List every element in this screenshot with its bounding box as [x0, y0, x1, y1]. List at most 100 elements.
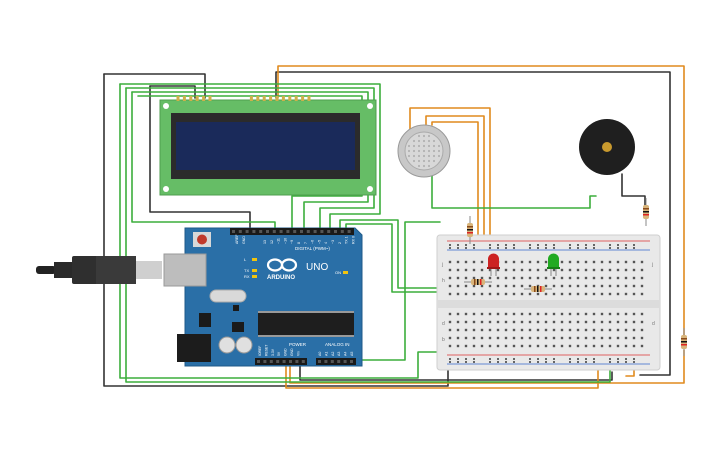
lcd-mount-hole [163, 186, 169, 192]
rail-hole [489, 358, 491, 360]
wire-black-buzzer-leg[interactable] [621, 173, 646, 206]
breadboard-hole [520, 328, 524, 332]
header-pin [232, 230, 235, 233]
arduino-uno[interactable]: ARDUINO UNO DIGITAL (PWM~) POWER ANALOG … [163, 227, 363, 367]
led-red[interactable] [487, 253, 500, 276]
breadboard-hole [552, 328, 556, 332]
voltage-regulator [199, 313, 211, 327]
rail-hole [617, 358, 619, 360]
resistor-led-red[interactable] [464, 279, 492, 285]
rail-hole [537, 244, 539, 246]
breadboard-hole [552, 336, 556, 340]
power-pin-label: GND [290, 348, 294, 356]
piezo-buzzer[interactable] [579, 119, 635, 175]
wire-orange-sensor-3[interactable] [431, 121, 479, 243]
rail-hole [529, 244, 531, 246]
lcd-16x2[interactable] [159, 96, 377, 196]
digital-pin-label: RX 0 [351, 236, 355, 244]
breadboard-hole [560, 336, 564, 340]
rail-hole [457, 358, 459, 360]
wire-green-sensor-out[interactable] [431, 174, 597, 209]
buzzer-center [602, 142, 612, 152]
breadboard-hole [496, 320, 500, 324]
wire-green-lcd-e[interactable] [125, 87, 611, 383]
breadboard-hole [480, 284, 484, 288]
resistor-sensor[interactable] [467, 216, 473, 244]
resistor-led-green[interactable] [524, 286, 552, 292]
wire-green-lcd-d[interactable] [131, 91, 276, 229]
breadboard-hole [616, 344, 620, 348]
wire-green-a0[interactable] [349, 221, 441, 361]
gas-sensor-mesh [407, 134, 441, 168]
rail-hole [505, 358, 507, 360]
breadboard-hole [584, 312, 588, 316]
wire-orange-rail-1[interactable] [285, 361, 599, 389]
breadboard-hole [608, 320, 612, 324]
rail-hole [593, 244, 595, 246]
lcd-mount-hole [163, 103, 169, 109]
mesh-dot [432, 159, 436, 163]
wire-orange-bottom[interactable] [289, 349, 685, 384]
lcd-pin [294, 96, 298, 101]
wire-green-pin-led[interactable] [339, 219, 471, 289]
wire-black-lcd-k[interactable] [149, 85, 196, 99]
brand-text: ARDUINO [267, 275, 295, 281]
breadboard-hole [624, 328, 628, 332]
breadboard-hole [552, 292, 556, 296]
breadboard-hole [576, 276, 580, 280]
breadboard-hole [488, 292, 492, 296]
breadboard-hole [536, 260, 540, 264]
breadboard-hole [504, 328, 508, 332]
rail-hole [633, 358, 635, 360]
breadboard-hole [472, 328, 476, 332]
wire-green-lcd-2[interactable] [125, 87, 375, 229]
rail-hole [497, 244, 499, 246]
breadboard-hole [504, 284, 508, 288]
mesh-dot [422, 139, 426, 143]
header-pin [257, 360, 260, 363]
mesh-dot [427, 139, 431, 143]
breadboard-hole [568, 320, 572, 324]
breadboard-hole [608, 312, 612, 316]
rail-hole [489, 247, 491, 249]
breadboard-hole [624, 344, 628, 348]
breadboard-hole [464, 320, 468, 324]
board-led [252, 275, 257, 278]
breadboard-hole [584, 268, 588, 272]
breadboard-hole [448, 336, 452, 340]
breadboard-hole [528, 328, 532, 332]
breadboard-hole [640, 292, 644, 296]
gas-sensor[interactable] [397, 124, 451, 178]
resistor-rail[interactable] [681, 328, 687, 356]
wire-orange-sensor-2[interactable] [425, 115, 485, 243]
wire-black-lcd-vss[interactable] [103, 73, 206, 99]
breadboard-hole [544, 284, 548, 288]
breadboard-hole [456, 312, 460, 316]
wire-green-lcd-1[interactable] [119, 83, 381, 229]
breadboard-hole [456, 344, 460, 348]
wire-green-lcd-4[interactable] [137, 95, 363, 229]
breadboard-hole [480, 328, 484, 332]
breadboard-hole [544, 268, 548, 272]
breadboard-hole [496, 284, 500, 288]
wire-orange-lcd-vdd[interactable] [277, 65, 685, 336]
resistor-buzzer[interactable] [643, 198, 649, 226]
wire-black-gnd-loop[interactable] [103, 73, 449, 387]
header-pin [330, 360, 334, 363]
mesh-dot [432, 139, 436, 143]
breadboard[interactable]: j h d b j d [436, 234, 661, 371]
row-letter-d-right: d [652, 321, 655, 327]
mesh-dot [437, 144, 441, 148]
lcd-pin [202, 96, 206, 101]
rail-hole [473, 247, 475, 249]
led-green[interactable] [547, 253, 560, 276]
rail-hole [577, 358, 579, 360]
wire-black-buzzer-gnd[interactable] [275, 71, 671, 376]
breadboard-hole [448, 292, 452, 296]
mesh-dot [417, 144, 421, 148]
rail-hole [633, 244, 635, 246]
wire-black-lcd-rw[interactable] [149, 85, 251, 229]
wire-green-lcd-3[interactable] [131, 91, 369, 229]
wire-black-rail[interactable] [299, 359, 613, 381]
breadboard-hole [608, 284, 612, 288]
